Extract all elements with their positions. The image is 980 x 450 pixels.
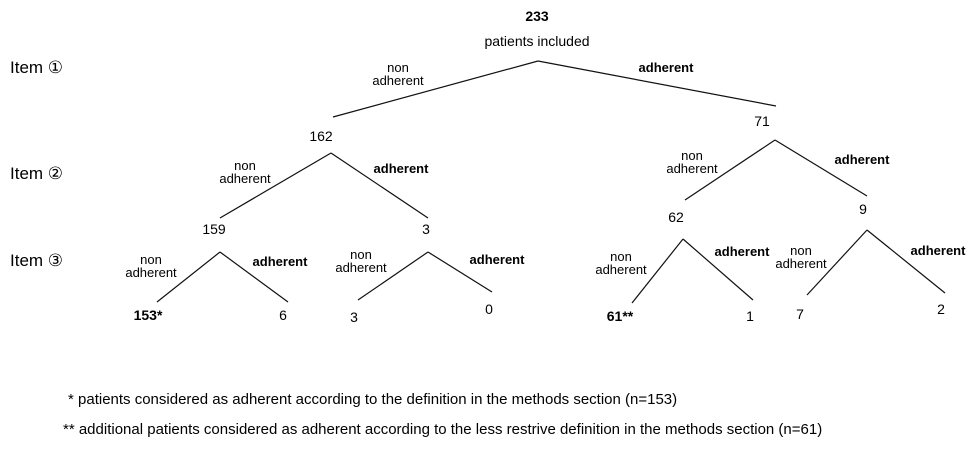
footnote-double-asterisk: ** additional patients considered as adh… [63, 421, 823, 438]
edge-label-item1-adherent: adherent [638, 60, 694, 75]
leaf-non-adh-non: 3 [350, 309, 358, 325]
node-item2-adh-non: 62 [668, 209, 684, 225]
leaf-non-non-non: 153* [133, 307, 163, 323]
leaf-non-adh-adh: 0 [485, 301, 493, 317]
row-label-item-3: Item ③ [10, 251, 64, 270]
leaf-adh-non-adh: 1 [746, 308, 754, 324]
leaf-adh-adh-adh: 2 [937, 301, 945, 317]
node-item1-adherent: 71 [754, 113, 770, 129]
edge-label-item3-b-non-adherent: non adherent [335, 247, 387, 275]
node-item1-non-adherent: 162 [309, 128, 333, 144]
edge-label-item2-left-adherent: adherent [373, 161, 429, 176]
edge-label-item2-right-adherent: adherent [834, 152, 890, 167]
edge-label-item3-c-adherent: adherent [714, 244, 770, 259]
edge-label-item3-c-non-adherent: non adherent [595, 249, 647, 277]
footnote-single-asterisk: * patients considered as adherent accord… [68, 391, 678, 408]
edge-label-item3-b-adherent: adherent [469, 252, 525, 267]
edge-label-item3-d-non-adherent: non adherent [775, 243, 827, 271]
leaf-non-non-adh: 6 [279, 307, 287, 323]
node-root-caption: patients included [484, 33, 590, 49]
edge-label-item3-a-adherent: adherent [252, 254, 308, 269]
row-label-item-2: Item ② [10, 164, 64, 183]
edge-label-item1-non-adherent: non adherent [372, 60, 424, 88]
leaf-adh-adh-non: 7 [796, 306, 804, 322]
edge-label-item2-left-non-adherent: non adherent [219, 158, 271, 186]
edge-label-item2-right-non-adherent: non adherent [666, 148, 718, 176]
node-root-count: 233 [525, 8, 549, 24]
leaf-adh-non-non: 61** [606, 308, 634, 324]
edge-label-item3-a-non-adherent: non adherent [125, 252, 177, 280]
edge-label-item3-d-adherent: adherent [910, 243, 966, 258]
node-item2-non-non: 159 [202, 221, 226, 237]
node-item2-adh-adh: 9 [859, 201, 867, 217]
node-item2-non-adh: 3 [422, 221, 430, 237]
row-label-item-1: Item ① [10, 58, 64, 77]
